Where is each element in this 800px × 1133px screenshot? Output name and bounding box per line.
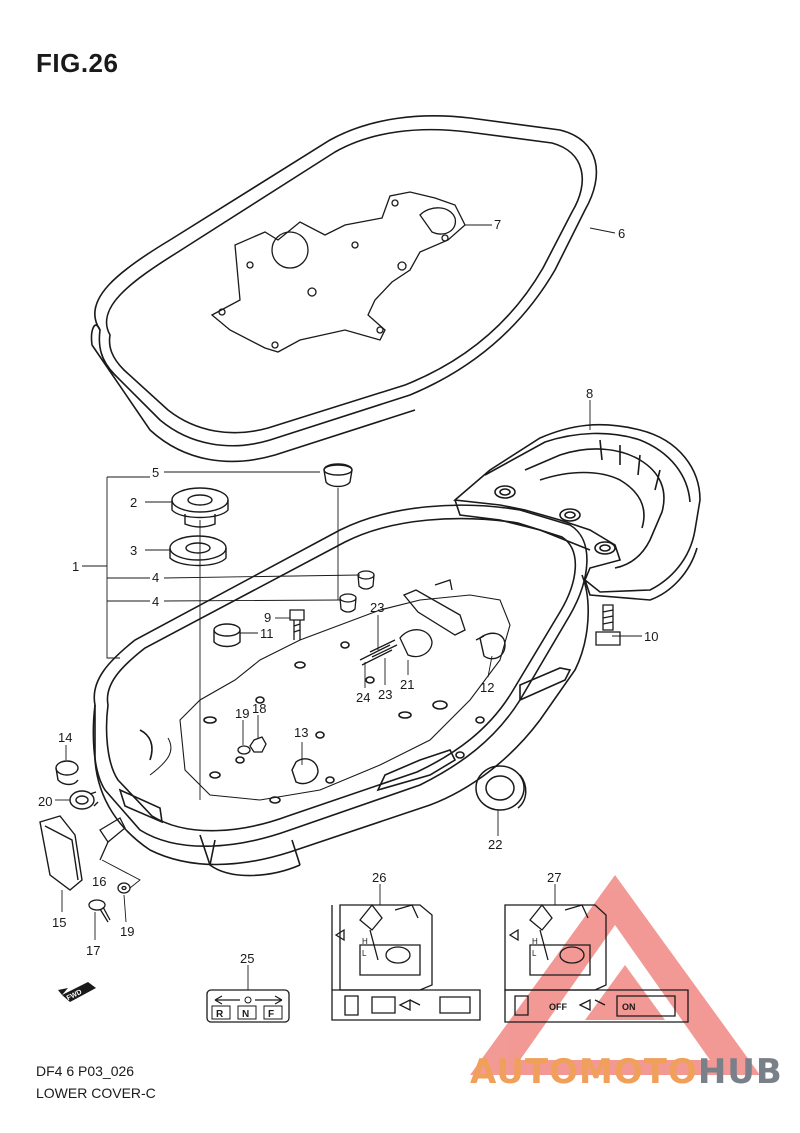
shift-letter-f: F: [268, 1009, 274, 1020]
figure-title: FIG.26: [36, 48, 119, 78]
watermark-part1: AUTOMOTO: [470, 1052, 698, 1092]
part-grommet-3: [169, 535, 227, 567]
callout-2: 2: [130, 495, 137, 510]
part-pin-23: [369, 639, 398, 658]
callout-17: 17: [86, 943, 100, 958]
part-gasket-7: [210, 191, 466, 353]
callout-16: 16: [92, 874, 106, 889]
part-switch-21: [399, 579, 466, 658]
callout-24: 24: [356, 690, 370, 705]
label-27-off: OFF: [549, 1002, 567, 1012]
label-26-l: L: [362, 949, 367, 958]
callout-4b: 4: [152, 594, 159, 609]
part-pin-24: [359, 644, 393, 666]
callout-25: 25: [240, 951, 254, 966]
watermark-text: AUTOMOTOHUB: [470, 1052, 783, 1092]
callout-9: 9: [264, 610, 271, 625]
callout-10: 10: [644, 629, 658, 644]
callout-19b: 19: [120, 924, 134, 939]
label-26-h: H: [362, 937, 368, 946]
part-bolt-9: [289, 609, 305, 640]
callout-18: 18: [252, 701, 266, 716]
part-washer-19a: [237, 745, 251, 755]
part-nut-18: [249, 736, 267, 753]
callout-22: 22: [488, 837, 502, 852]
fwd-text: FWD: [66, 989, 83, 1002]
label-27-l: L: [532, 949, 537, 958]
part-lower-cover: [92, 504, 589, 877]
callout-14: 14: [58, 730, 72, 745]
label-oil-26: [331, 903, 481, 1021]
part-seal-6: [90, 115, 598, 463]
callout-12: 12: [480, 680, 494, 695]
part-grommet-2: [171, 487, 229, 528]
part-grommet-22: [475, 765, 527, 811]
callout-8: 8: [586, 386, 593, 401]
callout-4a: 4: [152, 570, 159, 585]
part-handle-8: [453, 423, 701, 601]
shift-letter-n: N: [242, 1009, 249, 1020]
part-plug-4b: [339, 593, 357, 613]
callout-3: 3: [130, 543, 137, 558]
part-screw-17: [88, 899, 111, 923]
watermark-part2: HUB: [697, 1052, 783, 1092]
callout-15: 15: [52, 915, 66, 930]
label-27-on: ON: [622, 1002, 636, 1012]
callout-23b: 23: [378, 687, 392, 702]
callout-5: 5: [152, 465, 159, 480]
figure-name: LOWER COVER-C: [36, 1085, 156, 1101]
part-knob-12: [475, 632, 506, 660]
part-grommet-11: [213, 623, 241, 648]
part-plug-5: [323, 463, 353, 488]
callout-1: 1: [72, 559, 79, 574]
callout-6: 6: [618, 226, 625, 241]
callout-11: 11: [260, 626, 274, 641]
part-grommet-14: [55, 760, 79, 786]
callout-7: 7: [494, 217, 501, 232]
callout-20: 20: [38, 794, 52, 809]
part-bolt-10: [595, 604, 621, 646]
leader-lines: [55, 224, 642, 990]
label-27-h: H: [532, 937, 538, 946]
part-cover-15: [39, 815, 83, 891]
figure-code: DF4 6 P03_026: [36, 1063, 135, 1079]
callout-26: 26: [372, 870, 386, 885]
label-oil-27: [504, 903, 689, 1023]
callout-23a: 23: [370, 600, 384, 615]
label-shift-25: [206, 989, 290, 1023]
callout-13: 13: [294, 725, 308, 740]
watermark-logo: [470, 875, 760, 1075]
fwd-badge: [58, 982, 96, 1002]
part-bracket-16: [99, 817, 126, 861]
shift-letter-r: R: [216, 1009, 224, 1020]
callout-21: 21: [400, 677, 414, 692]
callout-19a: 19: [235, 706, 249, 721]
callout-27: 27: [547, 870, 561, 885]
